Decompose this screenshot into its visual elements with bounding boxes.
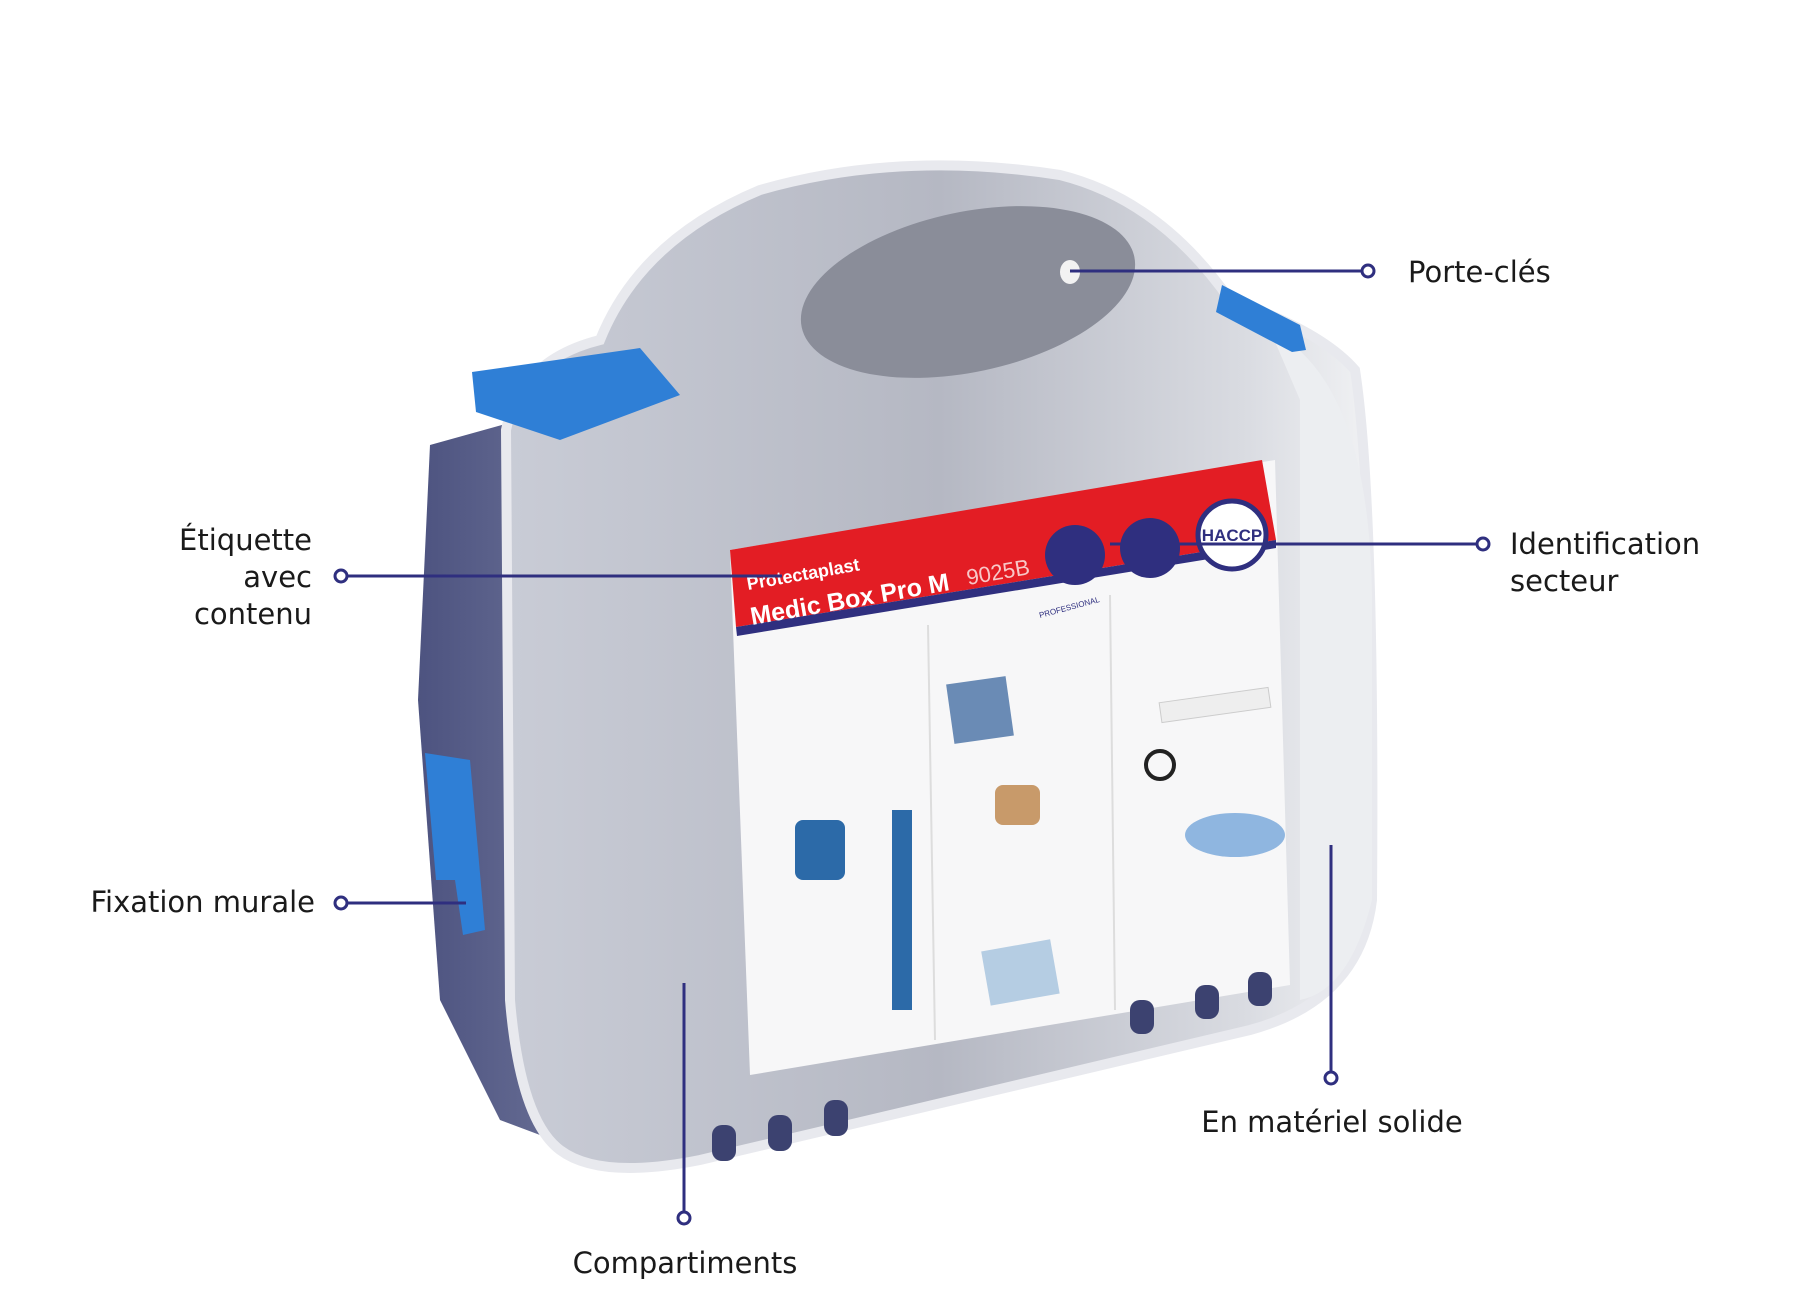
handle-opening (800, 206, 1136, 378)
callout-keyring: Porte-clés (1408, 255, 1551, 289)
scissors-icon (1144, 749, 1176, 781)
callout-label-line3: contenu (193, 597, 312, 631)
callout-wall-mount: Fixation murale (90, 885, 315, 919)
callout-content-label: Étiquette avec contenu (179, 522, 312, 633)
plaster-icon (795, 820, 845, 880)
gauze-icon (981, 939, 1060, 1006)
wall-mount-callout-dot (333, 895, 349, 911)
cream-tube-icon (1158, 686, 1272, 724)
plaster-strip-icon (892, 810, 912, 1010)
right-clasp (1216, 285, 1306, 352)
tape-roll-icon (995, 785, 1040, 825)
callout-solid-material: En matériel solide (1201, 1105, 1463, 1139)
box-rim (1270, 330, 1372, 1000)
callout-sector-identification: Identification secteur (1510, 526, 1700, 600)
label-divider (1109, 594, 1116, 1011)
callout-sector-line2: secteur (1510, 564, 1619, 598)
compartments-callout-dot (676, 1210, 692, 1226)
haccp-badge-icon (1195, 498, 1269, 572)
left-clasp (472, 348, 680, 440)
sector-callout-dot (1475, 536, 1491, 552)
callout-label-line1: Étiquette (179, 523, 312, 557)
material-callout-dot (1323, 1070, 1339, 1086)
professional-badge-icon (1045, 525, 1105, 585)
keyring-callout-dot (1360, 263, 1376, 279)
callout-sector-line1: Identification (1510, 527, 1701, 561)
label-divider (927, 624, 936, 1041)
label-red-band (730, 460, 1276, 627)
box-feet (712, 972, 1272, 1161)
badge-haccp: HACCP (1202, 526, 1262, 545)
industry-sector-icon (1120, 518, 1180, 578)
label-callout-dot (333, 568, 349, 584)
glove-icon (1185, 813, 1285, 857)
callout-lines (333, 263, 1491, 1226)
callout-label-line2: avec (243, 560, 312, 594)
callout-compartments: Compartiments (572, 1246, 798, 1280)
wall-mount-bracket (425, 753, 485, 935)
bandage-icon (946, 676, 1014, 744)
